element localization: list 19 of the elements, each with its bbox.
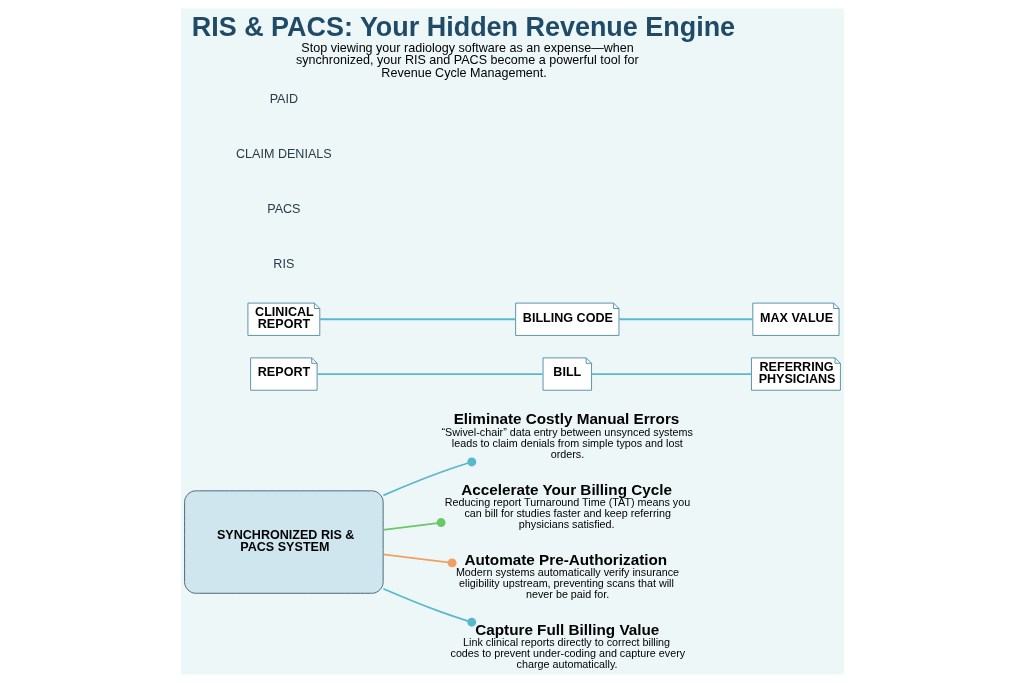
node-text: Capture Full Billing Value Link clinical reports directly to correct billing codes to prevent under-coding and capture every charge automatically. (450, 620, 685, 670)
connector (382, 457, 476, 497)
label: RIS (272, 256, 294, 271)
label: PACS (266, 201, 300, 216)
label: CLAIM DENIALS (235, 147, 332, 162)
node-text: Accelerate Your Billing Cycle Reducing report Turnaround Time (TAT) means you can bill for studies faster and keep referring physicians satisfied. (444, 480, 690, 530)
connector (382, 587, 476, 627)
connector (381, 553, 457, 568)
connector (318, 318, 516, 321)
connector (617, 318, 754, 321)
caption: Stop viewing your radiology software as an expense—when synchronized, your RIS and PACS become a powerful tool for Revenue Cycle Management. (295, 40, 639, 80)
diagram-title: RIS & PACS: Your Hidden Revenue Engine (191, 12, 735, 43)
node-text: Automate Pre-Authorization Modern systems automatically verify insurance eligibility upstream, preventing scans that will never be paid for. (455, 550, 679, 600)
label: PAID (269, 92, 298, 107)
connector (590, 373, 752, 375)
node-text: Eliminate Costly Manual Errors “Swivel-chair” data entry between unsynced systems leads to claim denials from simple typos and lost orders. (441, 410, 693, 460)
connector (381, 518, 446, 531)
node-box: SYNCHRONIZED RIS & PACS SYSTEM (183, 490, 384, 594)
connector (315, 373, 544, 375)
